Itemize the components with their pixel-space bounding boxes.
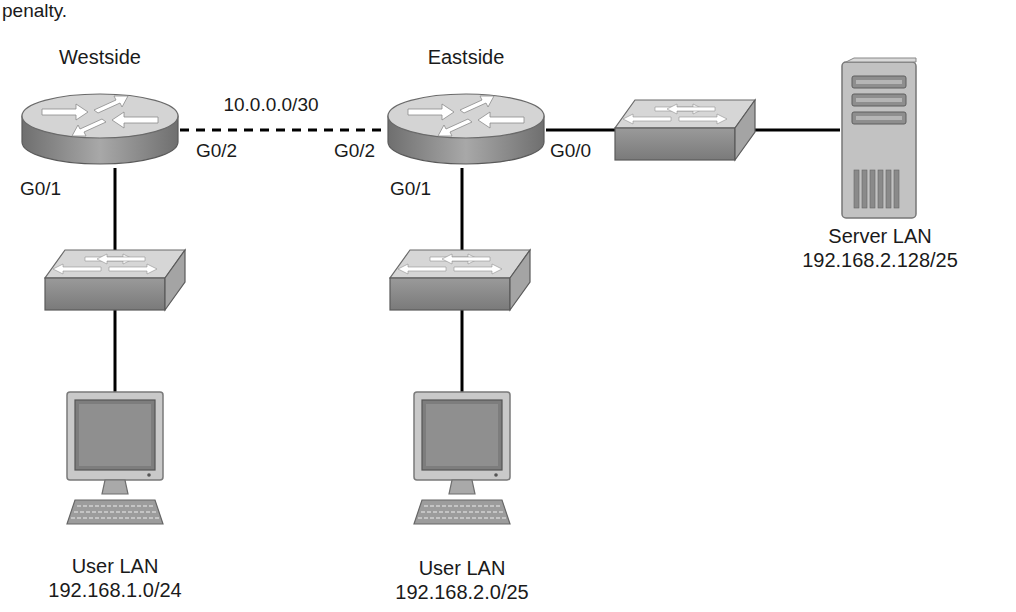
vent-bar: [870, 170, 875, 208]
switch-front: [390, 278, 510, 310]
pc-icon: [410, 392, 514, 526]
keyboard: [414, 500, 510, 524]
keyboard-row: [418, 517, 506, 519]
drive-slot: [856, 116, 902, 120]
router-arrow: [112, 112, 158, 128]
router-arrow: [460, 96, 494, 113]
server-top: [846, 58, 916, 62]
switch-arrow: [398, 264, 446, 274]
vent-bar: [886, 170, 891, 208]
router-arrow: [42, 104, 88, 120]
switch-arrow: [623, 114, 671, 124]
router-icon: [386, 92, 546, 168]
pc-icon: [63, 392, 167, 526]
switch-top: [390, 250, 530, 278]
router-arrow: [94, 96, 128, 113]
vent-bar: [862, 170, 867, 208]
monitor-stand: [449, 480, 475, 494]
switch-arrow: [109, 264, 157, 274]
router-top: [22, 94, 178, 138]
monitor-frame: [67, 392, 163, 480]
switch-symbol: [615, 100, 755, 160]
switch-arrow: [53, 264, 101, 274]
keyboard: [67, 500, 163, 524]
router-name: Westside: [20, 45, 180, 69]
workstation-node: User LAN 192.168.1.0/24: [25, 392, 205, 602]
switch-side: [735, 100, 755, 160]
switch-arrow: [97, 254, 145, 264]
router-arrow: [72, 119, 106, 136]
vent-bar: [854, 170, 859, 208]
switch-arrow: [667, 104, 715, 114]
server-icon: [840, 58, 918, 220]
router-name: Eastside: [386, 45, 546, 69]
interface-label: G0/1: [20, 178, 61, 200]
keyboard-row: [421, 511, 503, 513]
monitor-led: [494, 473, 498, 477]
switch-arrow: [454, 264, 502, 274]
interface-label: G0/1: [390, 178, 431, 200]
workstation-node: User LAN 192.168.2.0/25: [372, 392, 552, 604]
router-node: Westside: [20, 45, 180, 169]
screen-glare: [426, 404, 498, 466]
monitor-screen: [422, 400, 502, 470]
monitor-frame: [414, 392, 510, 480]
lan-label: User LAN 192.168.2.0/25: [372, 556, 552, 604]
server-node: Server LAN 192.168.2.128/25: [785, 58, 975, 272]
drive-slot: [856, 98, 902, 102]
vent-bar: [878, 170, 883, 208]
drive-bay: [852, 94, 906, 106]
lan-label: User LAN 192.168.1.0/24: [25, 554, 205, 602]
switch-arrow: [679, 114, 727, 124]
vent-bar: [894, 170, 899, 208]
server-body: [842, 62, 916, 218]
switch-top: [45, 250, 185, 278]
drive-bay: [852, 76, 906, 88]
switch-front: [615, 128, 735, 160]
page-fragment: penalty.: [2, 0, 67, 22]
screen-glare: [79, 404, 151, 466]
drive-slot: [856, 80, 902, 84]
switch-side: [510, 250, 530, 310]
switch-arrow: [442, 254, 490, 264]
switch-top: [615, 100, 755, 128]
router-node: Eastside: [386, 45, 546, 169]
monitor-screen: [75, 400, 155, 470]
drive-bay: [852, 112, 906, 124]
keyboard-row: [74, 511, 156, 513]
switch-front: [45, 278, 165, 310]
subnet-label: 10.0.0.0/30: [220, 94, 321, 116]
lan-label: Server LAN 192.168.2.128/25: [785, 224, 975, 272]
keyboard-row: [424, 505, 500, 507]
interface-label: G0/0: [550, 140, 591, 162]
router-top: [388, 94, 544, 138]
router-arrow: [438, 119, 472, 136]
wan-link: [180, 129, 386, 132]
monitor-stand: [102, 480, 128, 494]
switch-symbol: [390, 250, 530, 310]
router-icon: [20, 92, 180, 168]
interface-label: G0/2: [196, 140, 237, 162]
switch-symbol: [45, 250, 185, 310]
keyboard-row: [77, 505, 153, 507]
router-arrow: [408, 104, 454, 120]
interface-label: G0/2: [334, 140, 375, 162]
keyboard-row: [71, 517, 159, 519]
monitor-led: [147, 473, 151, 477]
router-arrow: [478, 112, 524, 128]
switch-side: [165, 250, 185, 310]
